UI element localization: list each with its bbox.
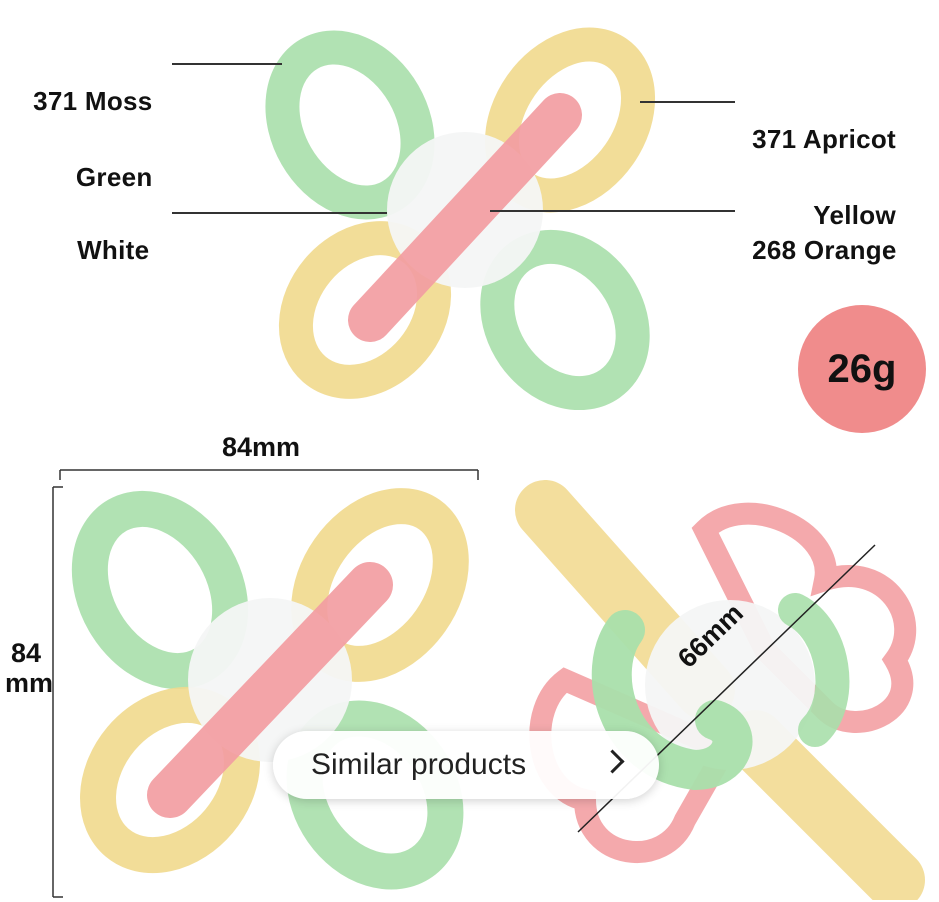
label-moss-green: 371 Moss Green	[33, 86, 153, 192]
chevron-right-icon	[600, 749, 625, 774]
leader-apricot-yellow	[640, 101, 735, 103]
product-image-front	[71, 488, 469, 890]
leader-orange-red	[490, 210, 735, 212]
leader-white	[172, 212, 387, 214]
product-image-top	[265, 27, 656, 410]
dimension-width-line	[59, 469, 479, 480]
similar-products-button[interactable]: Similar products	[273, 731, 659, 799]
leader-moss-green	[172, 63, 282, 65]
label-apricot-yellow: 371 Apricot Yellow	[752, 124, 897, 230]
similar-products-label: Similar products	[311, 748, 527, 781]
dimension-width-label: 84mm	[222, 432, 301, 462]
dimension-height-line	[52, 486, 63, 898]
weight-badge: 26g	[798, 305, 926, 433]
label-white: White	[77, 235, 150, 265]
